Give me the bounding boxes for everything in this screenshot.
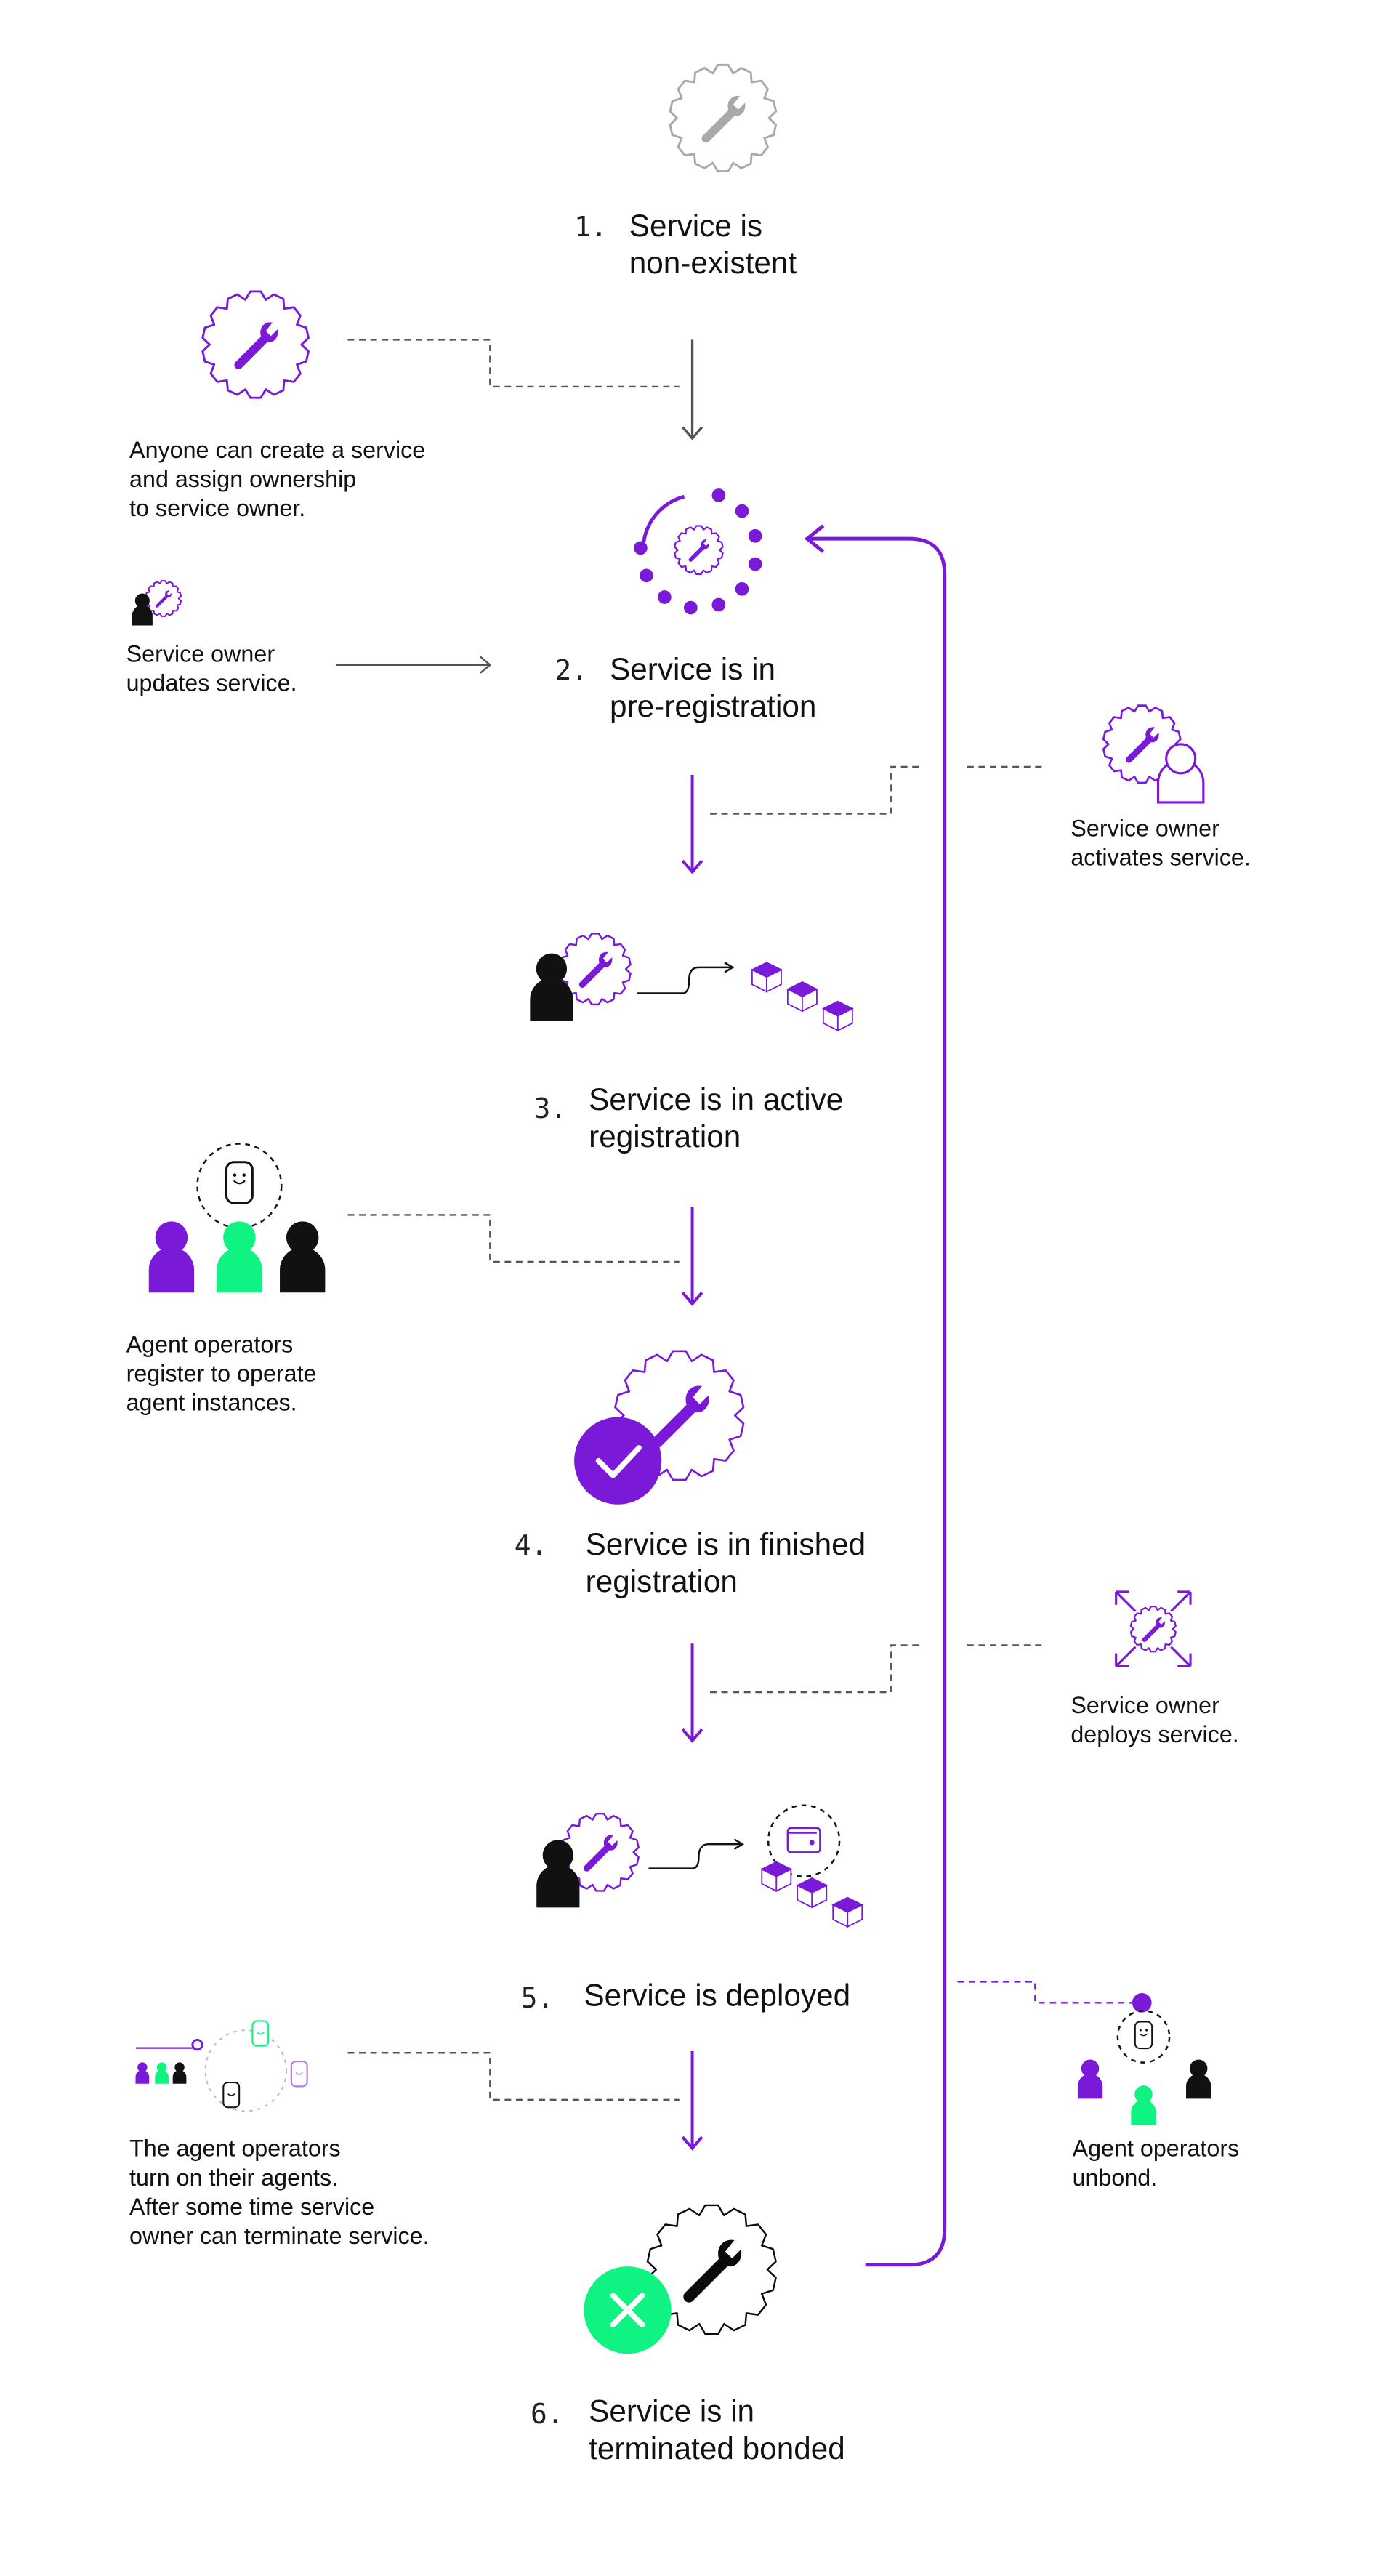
step3-owner-gear-blocks-icon [530, 933, 853, 1031]
connector-deploy-service [710, 1644, 1044, 1694]
note-turn-on-agents-line4: owner can terminate service. [129, 2223, 430, 2250]
step3-title-line1: Service is in active [589, 1084, 844, 1118]
note-register-operators: Agent operators register to operate agen… [126, 1333, 317, 1420]
loop-back-arrow [804, 524, 947, 2267]
note-activate-service-line2: activates service. [1071, 845, 1251, 872]
step1-title-line2: non-existent [629, 247, 797, 281]
step5-number: 5. [520, 1983, 555, 2016]
step6-number: 6. [530, 2399, 564, 2432]
unbond-operators-icon [1077, 1992, 1211, 2125]
step6-title-line2: terminated bonded [589, 2432, 845, 2467]
arrow-step5-to-step6 [681, 2051, 703, 2151]
step1-number: 1. [574, 212, 608, 245]
step3-title-line2: registration [589, 1120, 741, 1155]
step2-title: Service is in pre-registration [610, 653, 816, 727]
step2-dotted-circle-gear-icon [634, 488, 762, 615]
note-activate-service-line1: Service owner [1071, 816, 1219, 843]
note-register-operators-line3: agent instances. [126, 1390, 297, 1417]
step2-number: 2. [555, 655, 588, 688]
arrow-update-to-step2 [336, 656, 492, 674]
deploy-service-expand-gear-icon [1115, 1590, 1192, 1667]
connector-create-service [347, 339, 680, 388]
step4-check-gear-icon [574, 1350, 745, 1505]
note-create-service: Anyone can create a service and assign o… [129, 438, 425, 526]
step5-owner-gear-wallet-blocks-icon [536, 1804, 863, 1928]
step1-title: Service is non-existent [629, 210, 797, 283]
update-service-owner-gear-icon [132, 580, 182, 626]
step3-number: 3. [533, 1093, 568, 1127]
turn-on-agents-operators-icon [135, 2020, 308, 2112]
note-deploy-service: Service owner deploys service. [1071, 1694, 1238, 1752]
note-update-service-line1: Service owner [126, 642, 275, 669]
note-create-service-line3: to service owner. [129, 496, 306, 523]
step1-title-line1: Service is [629, 210, 763, 245]
note-register-operators-line1: Agent operators [126, 1332, 294, 1359]
step4-title-line2: registration [585, 1565, 738, 1600]
step4-title: Service is in finished registration [586, 1529, 866, 1602]
note-turn-on-agents: The agent operators turn on their agents… [129, 2137, 430, 2253]
connector-activate-service [710, 765, 1044, 815]
note-unbond-line1: Agent operators [1072, 2137, 1240, 2163]
step5-title: Service is deployed [584, 1980, 850, 2017]
step1-gear-wrench-icon [669, 63, 778, 173]
step2-title-line1: Service is in [610, 653, 776, 688]
step5-title-line1: Service is deployed [584, 1980, 851, 2014]
step6-title-line1: Service is in [589, 2396, 755, 2430]
note-update-service-line2: updates service. [126, 671, 297, 698]
step2-title-line2: pre-registration [610, 690, 817, 725]
step4-title-line1: Service is in finished [585, 1529, 866, 1563]
step3-title: Service is in active registration [589, 1084, 843, 1157]
arrow-step1-to-step2 [681, 339, 703, 440]
note-turn-on-agents-line3: After some time service [129, 2195, 375, 2221]
step6-title: Service is in terminated bonded [589, 2396, 845, 2469]
note-activate-service: Service owner activates service. [1071, 817, 1251, 875]
activate-service-gear-user-icon [1102, 704, 1205, 804]
create-service-gear-icon [201, 290, 310, 399]
note-update-service: Service owner updates service. [126, 643, 297, 701]
note-create-service-line2: and assign ownership [129, 467, 357, 494]
note-unbond-line2: unbond. [1072, 2166, 1158, 2192]
note-create-service-line1: Anyone can create a service [129, 438, 426, 464]
arrow-step4-to-step5 [681, 1643, 703, 1743]
note-unbond: Agent operators unbond. [1073, 2137, 1240, 2195]
note-deploy-service-line2: deploys service. [1071, 1723, 1239, 1749]
note-turn-on-agents-line1: The agent operators [129, 2137, 341, 2163]
note-turn-on-agents-line2: turn on their agents. [129, 2166, 339, 2192]
note-register-operators-line2: register to operate [126, 1361, 317, 1388]
arrow-step3-to-step4 [681, 1207, 703, 1306]
step4-number: 4. [514, 1530, 548, 1563]
step6-cross-gear-icon [584, 2204, 777, 2354]
connector-register-operators [347, 1214, 680, 1263]
connector-turn-on-agents [347, 2052, 680, 2101]
register-operators-agent-icon [148, 1143, 326, 1293]
connector-unbond [957, 1981, 1132, 2004]
arrow-step2-to-step3 [681, 775, 703, 874]
note-deploy-service-line1: Service owner [1071, 1694, 1219, 1720]
